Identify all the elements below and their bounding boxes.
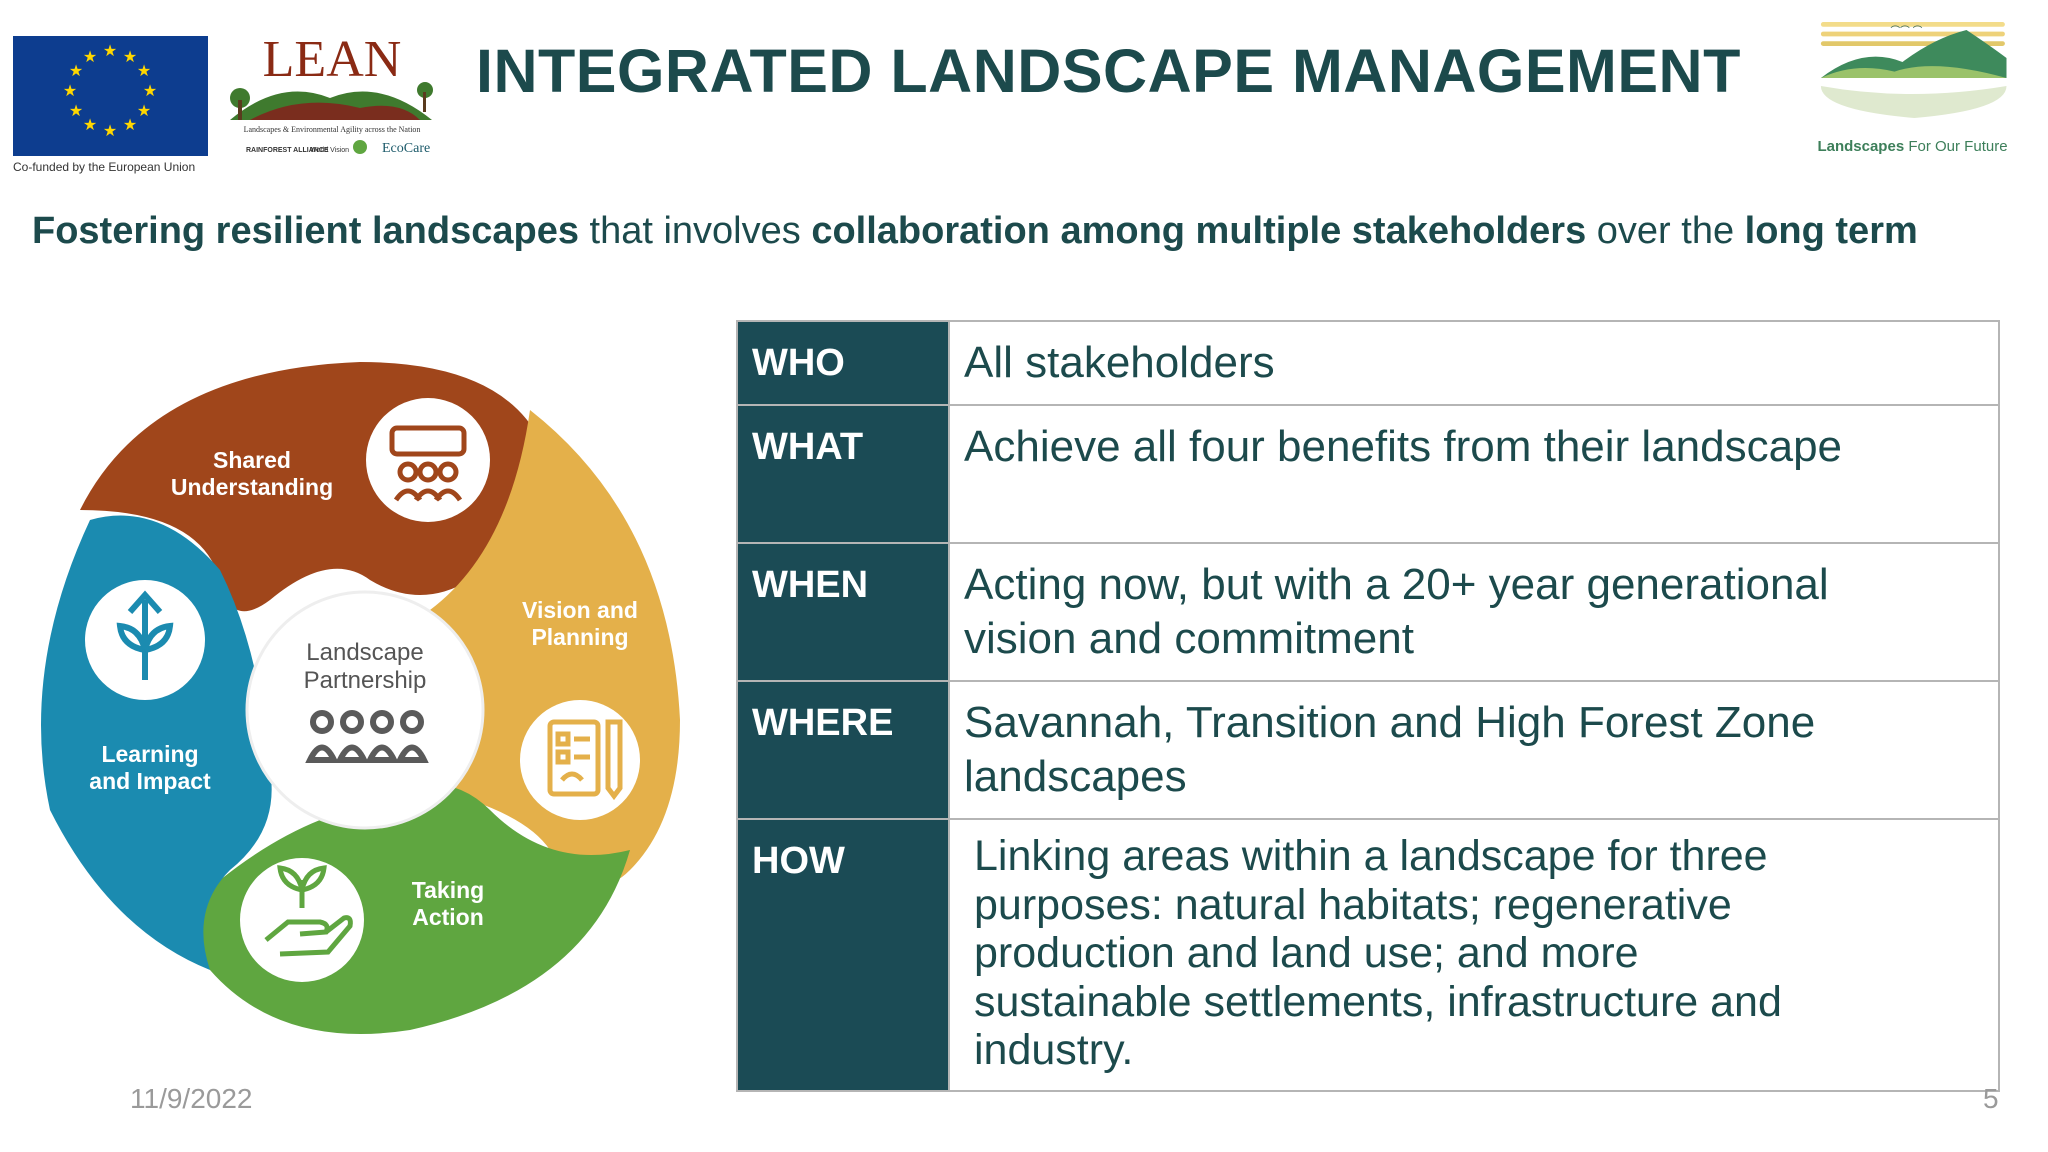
- partner-worldvision: World Vision: [310, 147, 349, 154]
- eu-flag-logo: ★★★ ★★★ ★★★ ★★★: [13, 36, 208, 156]
- center-label-line1: Landscape: [306, 639, 423, 666]
- row-value: Savannah, Transition and High Forest Zon…: [948, 680, 2000, 820]
- partnership-people-icon: [305, 710, 429, 763]
- svg-text:★: ★: [69, 101, 83, 120]
- checklist-icon: [547, 719, 623, 801]
- landscape-cycle-diagram: Landscape Partnership Shared Understandi…: [41, 362, 680, 1034]
- row-value: Linking areas within a landscape for thr…: [948, 818, 2000, 1092]
- table-row-how: HOW Linking areas within a landscape for…: [736, 818, 2000, 1092]
- svg-text:★: ★: [69, 61, 83, 80]
- who-what-table: WHO All stakeholders WHAT Achieve all fo…: [736, 320, 2000, 1092]
- lean-logo-tagline: Landscapes & Environmental Agility acros…: [244, 125, 421, 134]
- lean-logo: LEAN Landscapes & Environmental Agility …: [220, 28, 442, 160]
- svg-text:★: ★: [103, 121, 117, 140]
- slide-page-number: 5: [1983, 1083, 1999, 1114]
- landscapes-for-our-future-logo: ⌒⌒ ⌒: [1790, 14, 2035, 164]
- slide-title: INTEGRATED LANDSCAPE MANAGEMENT: [476, 37, 1741, 105]
- row-value: Achieve all four benefits from their lan…: [948, 404, 2000, 544]
- table-row-who: WHO All stakeholders: [736, 320, 2000, 406]
- svg-text:★: ★: [137, 61, 151, 80]
- svg-text:⌒⌒ ⌒: ⌒⌒ ⌒: [1891, 26, 1923, 37]
- row-key: HOW: [736, 818, 950, 1092]
- center-label-line2: Partnership: [304, 667, 427, 694]
- partner-rainforest: RAINFOREST ALLIANCE: [246, 147, 329, 154]
- plant-arrow-icon: [116, 590, 174, 680]
- lffe-logo-text: Landscapes For Our Future: [1817, 138, 2008, 155]
- row-key: WHAT: [736, 404, 950, 544]
- slide-date: 11/9/2022: [130, 1083, 253, 1114]
- svg-text:★: ★: [123, 115, 137, 134]
- lean-logo-text: LEAN: [263, 31, 402, 88]
- table-row-when: WHEN Acting now, but with a 20+ year gen…: [736, 542, 2000, 682]
- label-action-line1: Taking: [412, 877, 484, 903]
- label-shared-line2: Understanding: [171, 474, 333, 500]
- eu-caption: Co-funded by the European Union: [13, 160, 196, 174]
- row-value: All stakeholders: [948, 320, 2000, 406]
- svg-text:★: ★: [103, 41, 117, 60]
- svg-text:★: ★: [143, 81, 157, 100]
- hand-sprout-icon: [264, 865, 353, 957]
- svg-text:★: ★: [83, 47, 97, 66]
- people-board-icon: [389, 425, 467, 502]
- label-action-line2: Action: [412, 904, 484, 930]
- table-row-where: WHERE Savannah, Transition and High Fore…: [736, 680, 2000, 820]
- svg-text:★: ★: [83, 115, 97, 134]
- row-value: Acting now, but with a 20+ year generati…: [948, 542, 2000, 682]
- label-vision-line1: Vision and: [522, 597, 638, 623]
- svg-text:★: ★: [63, 81, 77, 100]
- svg-text:★: ★: [123, 47, 137, 66]
- row-key: WHO: [736, 320, 950, 406]
- svg-text:★: ★: [137, 101, 151, 120]
- label-learning-line1: Learning: [101, 741, 198, 767]
- partner-ecocare: EcoCare: [382, 141, 430, 156]
- label-shared-line1: Shared: [213, 447, 291, 473]
- label-learning-line2: and Impact: [89, 768, 211, 794]
- label-vision-line2: Planning: [531, 624, 628, 650]
- row-key: WHERE: [736, 680, 950, 820]
- row-key: WHEN: [736, 542, 950, 682]
- slide-subtitle: Fostering resilient landscapes that invo…: [32, 210, 1918, 252]
- table-row-what: WHAT Achieve all four benefits from thei…: [736, 404, 2000, 544]
